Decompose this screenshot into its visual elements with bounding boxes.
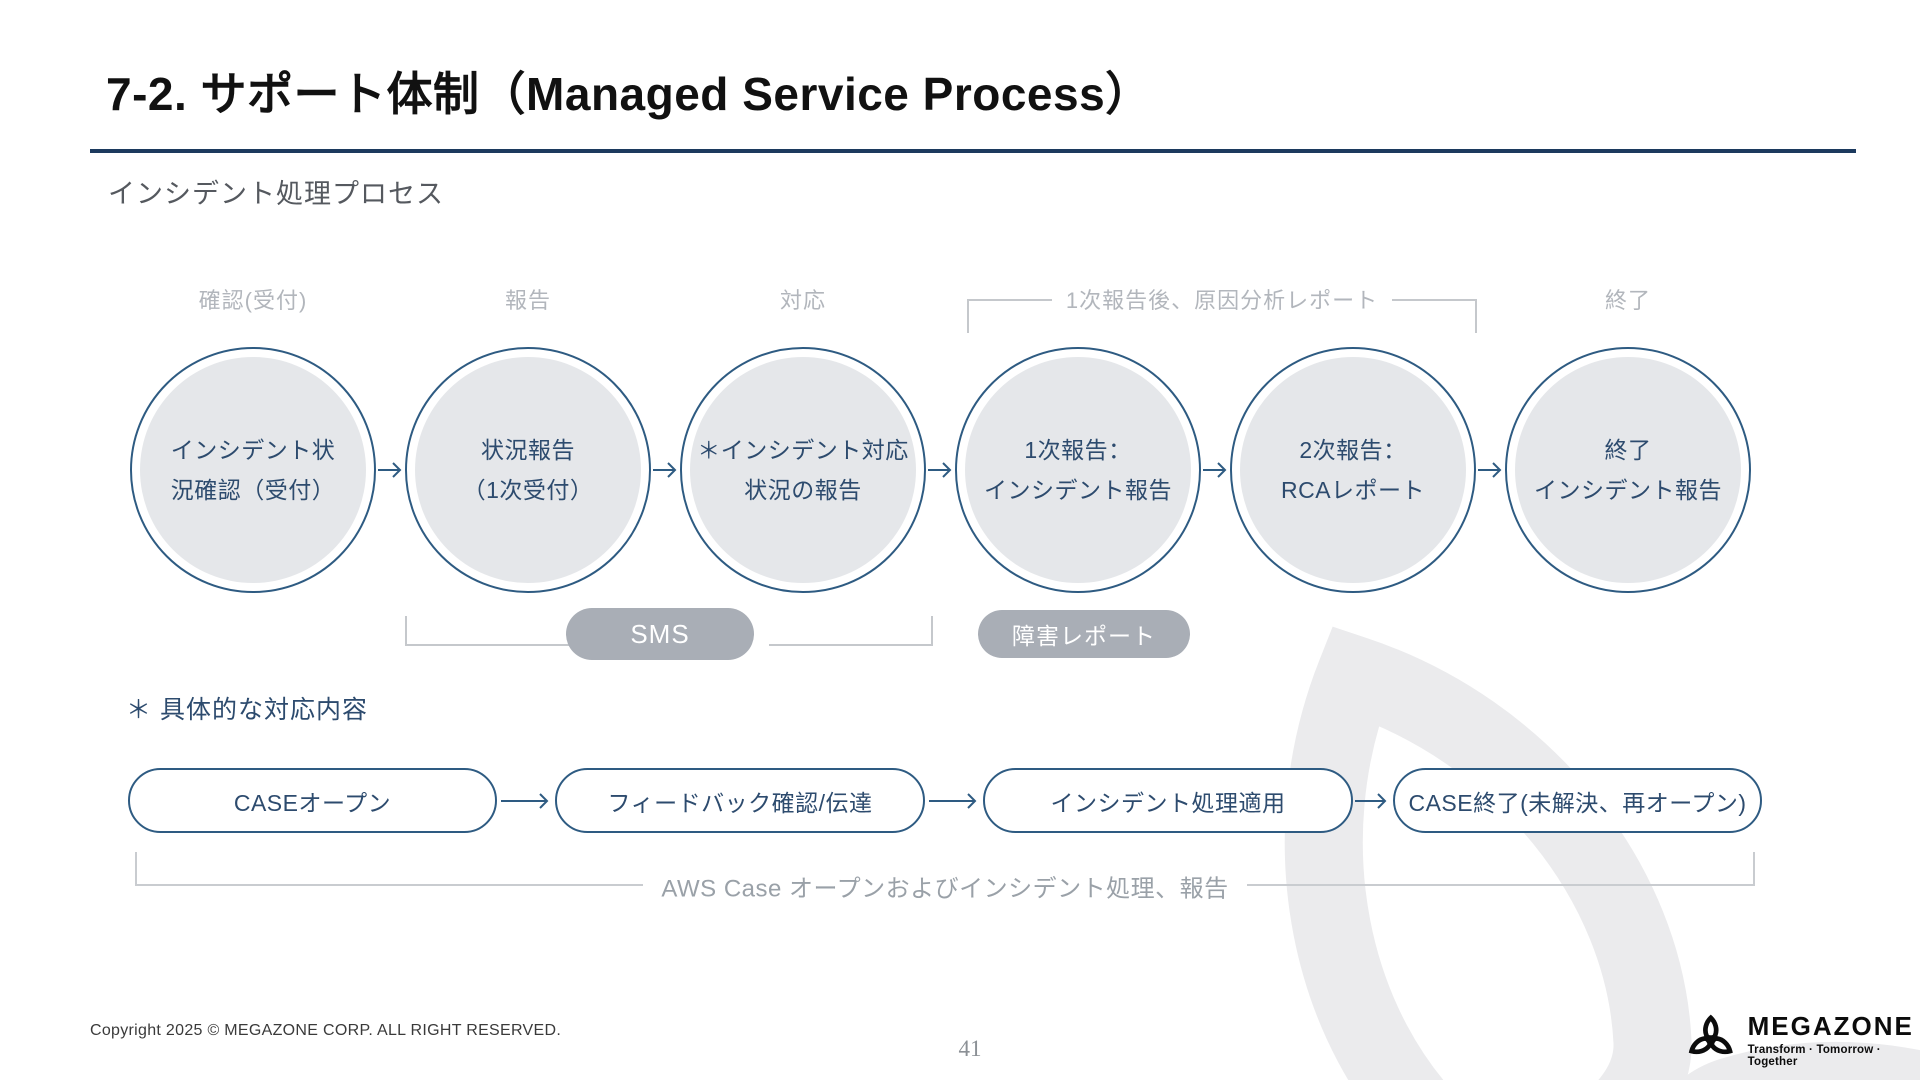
right-arrow-icon <box>1202 459 1232 481</box>
right-arrow-icon <box>928 790 982 812</box>
title-divider-rule <box>90 149 1856 153</box>
process-step-circle-1: インシデント状 況確認（受付） <box>130 347 376 593</box>
analysis-report-bracket-label: 1次報告後、原因分析レポート <box>1065 288 1379 313</box>
process-step-circle-6: 終了 インシデント報告 <box>1505 347 1751 593</box>
trefoil-logo-icon <box>1688 1014 1733 1055</box>
circle-inner: 状況報告 （1次受付） <box>415 357 641 583</box>
circle-inner: 1次報告： インシデント報告 <box>965 357 1191 583</box>
process-step-circle-3: ＊インシデント対応 状況の報告 <box>680 347 926 593</box>
process-step-text: ＊インシデント対応 状況の報告 <box>697 436 909 503</box>
stage-label-report: 報告 <box>504 288 551 313</box>
bracket-line <box>405 616 569 646</box>
bracket-line <box>1392 299 1477 333</box>
bracket-line <box>135 852 644 886</box>
sms-range-bracket <box>405 616 933 646</box>
aws-case-bracket: AWS Case オープンおよびインシデント処理、報告 <box>135 852 1756 903</box>
process-step-text: 1次報告： インシデント報告 <box>984 436 1172 503</box>
copyright-text: Copyright 2025 © MEGAZONE CORP. ALL RIGH… <box>90 1022 562 1039</box>
process-step-circle-5: 2次報告： RCAレポート <box>1230 347 1476 593</box>
right-arrow-icon <box>927 459 957 481</box>
case-step-pill-apply: インシデント処理適用 <box>983 768 1353 833</box>
right-arrow-icon <box>1354 790 1392 812</box>
process-step-text: 2次報告： RCAレポート <box>1280 436 1426 503</box>
process-step-text: 終了 インシデント報告 <box>1534 436 1722 503</box>
right-arrow-icon <box>500 790 554 812</box>
case-step-pill-close: CASE終了(未解決、再オープン) <box>1393 768 1762 833</box>
right-arrow-icon <box>377 459 407 481</box>
megazone-logo: MEGAZONE Transform · Tomorrow · Together <box>1684 1010 1920 1070</box>
circle-inner: 終了 インシデント報告 <box>1515 357 1741 583</box>
stage-label-respond: 対応 <box>779 288 826 313</box>
section-subtitle: インシデント処理プロセス <box>108 179 444 209</box>
process-step-circle-4: 1次報告： インシデント報告 <box>955 347 1201 593</box>
aws-case-bracket-label: AWS Case オープンおよびインシデント処理、報告 <box>661 875 1229 903</box>
page-number: 41 <box>958 1036 982 1061</box>
logo-text: MEGAZONE Transform · Tomorrow · Together <box>1748 1012 1920 1068</box>
case-step-pill-open: CASEオープン <box>128 768 497 833</box>
slide-title: 7-2. サポート体制（Managed Service Process） <box>106 68 1152 120</box>
sms-badge: SMS <box>566 608 754 660</box>
bracket-line <box>1246 852 1756 886</box>
analysis-report-bracket: 1次報告後、原因分析レポート <box>967 288 1477 333</box>
stage-label-confirm: 確認(受付) <box>198 288 308 313</box>
process-step-text: インシデント状 況確認（受付） <box>170 436 336 503</box>
detail-note: ＊ 具体的な対応内容 <box>126 696 368 724</box>
brand-tagline: Transform · Tomorrow · Together <box>1747 1043 1881 1068</box>
process-step-text: 状況報告 （1次受付） <box>462 436 594 503</box>
process-step-circle-2: 状況報告 （1次受付） <box>405 347 651 593</box>
circle-inner: インシデント状 況確認（受付） <box>140 357 366 583</box>
circle-inner: ＊インシデント対応 状況の報告 <box>690 357 916 583</box>
bracket-line <box>769 616 933 646</box>
bracket-line <box>967 299 1052 333</box>
right-arrow-icon <box>652 459 682 481</box>
brand-name: MEGAZONE <box>1747 1011 1914 1042</box>
right-arrow-icon <box>1477 459 1507 481</box>
stage-label-close: 終了 <box>1604 288 1651 313</box>
case-step-pill-feedback: フィードバック確認/伝達 <box>555 768 925 833</box>
circle-inner: 2次報告： RCAレポート <box>1240 357 1466 583</box>
failure-report-badge: 障害レポート <box>978 610 1190 658</box>
